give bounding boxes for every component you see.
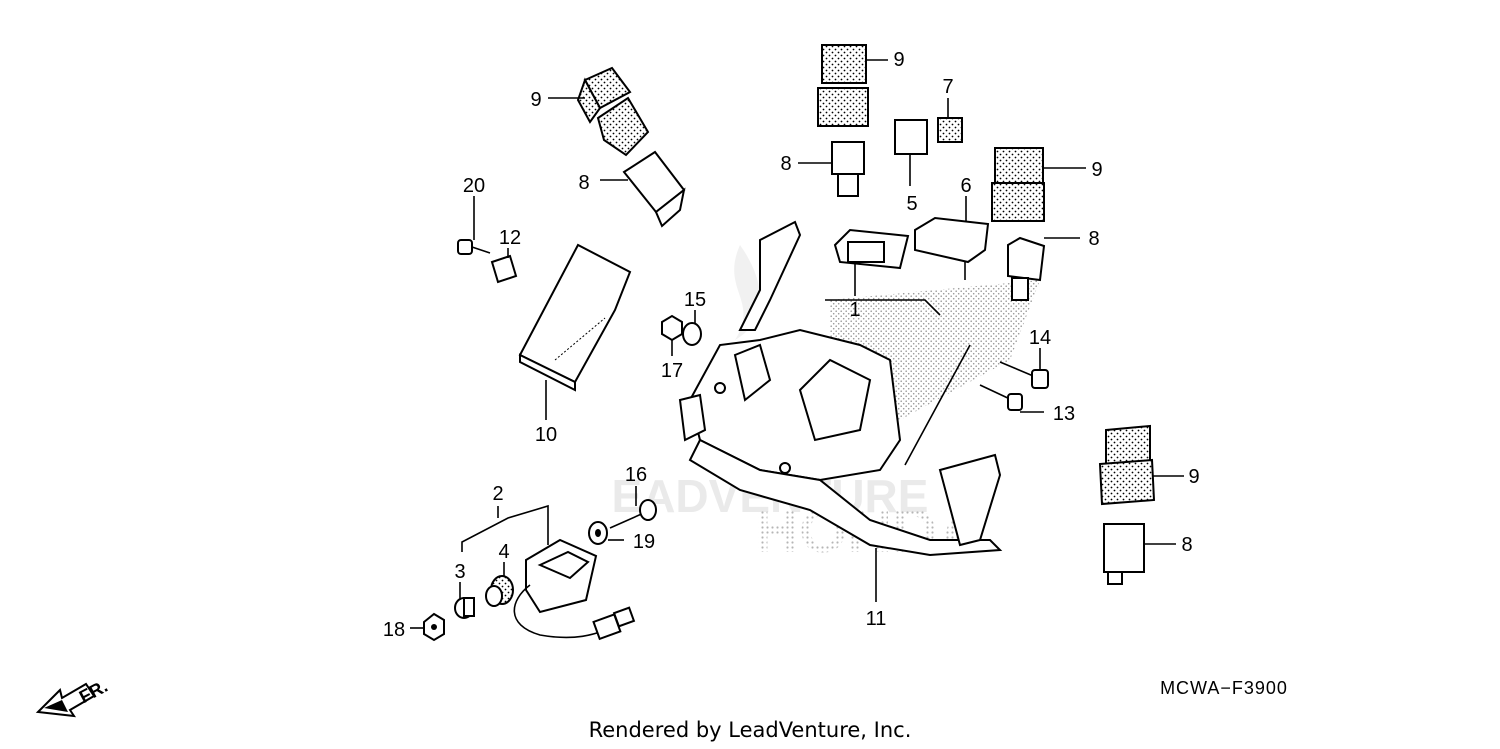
bolt-14	[999, 361, 1049, 389]
callout-17: 17	[661, 360, 683, 382]
render-credit: Rendered by LeadVenture, Inc.	[589, 718, 912, 742]
callout-8: 8	[1088, 228, 1099, 250]
callout-9: 9	[1188, 466, 1199, 488]
callout-1: 1	[849, 299, 860, 321]
callout-4: 4	[498, 541, 509, 563]
washer-15	[682, 322, 702, 346]
relay-cover-lower-right	[1098, 424, 1156, 506]
small-relay-7	[937, 117, 963, 143]
callout-10: 10	[535, 424, 557, 446]
callouts: 9 8 20 12 10 9 8 7 5 6 9 8 1 15 17 14 13…	[383, 49, 1200, 641]
callout-8: 8	[578, 172, 589, 194]
relay-5	[894, 119, 928, 170]
relay-lower-right-8	[1103, 523, 1145, 585]
callout-7: 7	[942, 76, 953, 98]
callout-18: 18	[383, 619, 405, 641]
grommet-4	[485, 575, 514, 607]
relay-left	[622, 150, 686, 228]
relay-top-8	[831, 141, 865, 197]
relay-right-8	[1007, 236, 1046, 301]
callout-3: 3	[454, 561, 465, 583]
callout-11: 11	[866, 608, 887, 630]
nut-18	[423, 612, 445, 642]
relay-cover-top	[817, 44, 869, 127]
callout-9: 9	[530, 89, 541, 111]
front-direction-arrow: FR.	[35, 676, 111, 718]
fuse-box-1	[833, 228, 910, 270]
callout-19: 19	[633, 531, 655, 553]
ecu-box	[518, 243, 632, 392]
callout-13: 13	[1053, 403, 1075, 425]
callout-14: 14	[1029, 327, 1051, 349]
callout-9: 9	[893, 49, 904, 71]
relay-cover-left	[576, 66, 650, 157]
sensor-unit-2	[513, 538, 636, 641]
bolt-16	[609, 499, 657, 529]
fuse-box-cover-6	[914, 216, 990, 280]
callout-12: 12	[499, 227, 521, 249]
callout-8: 8	[780, 153, 791, 175]
callout-2: 2	[492, 483, 503, 505]
callout-8: 8	[1181, 534, 1192, 556]
callout-9: 9	[1091, 159, 1102, 181]
callout-20: 20	[463, 175, 485, 197]
frame-bracket-11	[678, 220, 1003, 557]
callout-15: 15	[684, 289, 706, 311]
diagram-code: MCWA−F3900	[1160, 678, 1288, 698]
callout-16: 16	[625, 464, 647, 486]
washer-19	[588, 521, 608, 545]
callout-5: 5	[906, 193, 917, 215]
collar-3	[454, 597, 475, 619]
callout-6: 6	[960, 175, 971, 197]
leader-lines	[410, 59, 1184, 629]
bolt-13	[979, 384, 1023, 411]
clip-12	[490, 254, 518, 284]
relay-cover-right	[991, 147, 1045, 222]
nut-17	[661, 314, 683, 342]
bolt-20	[457, 239, 491, 255]
